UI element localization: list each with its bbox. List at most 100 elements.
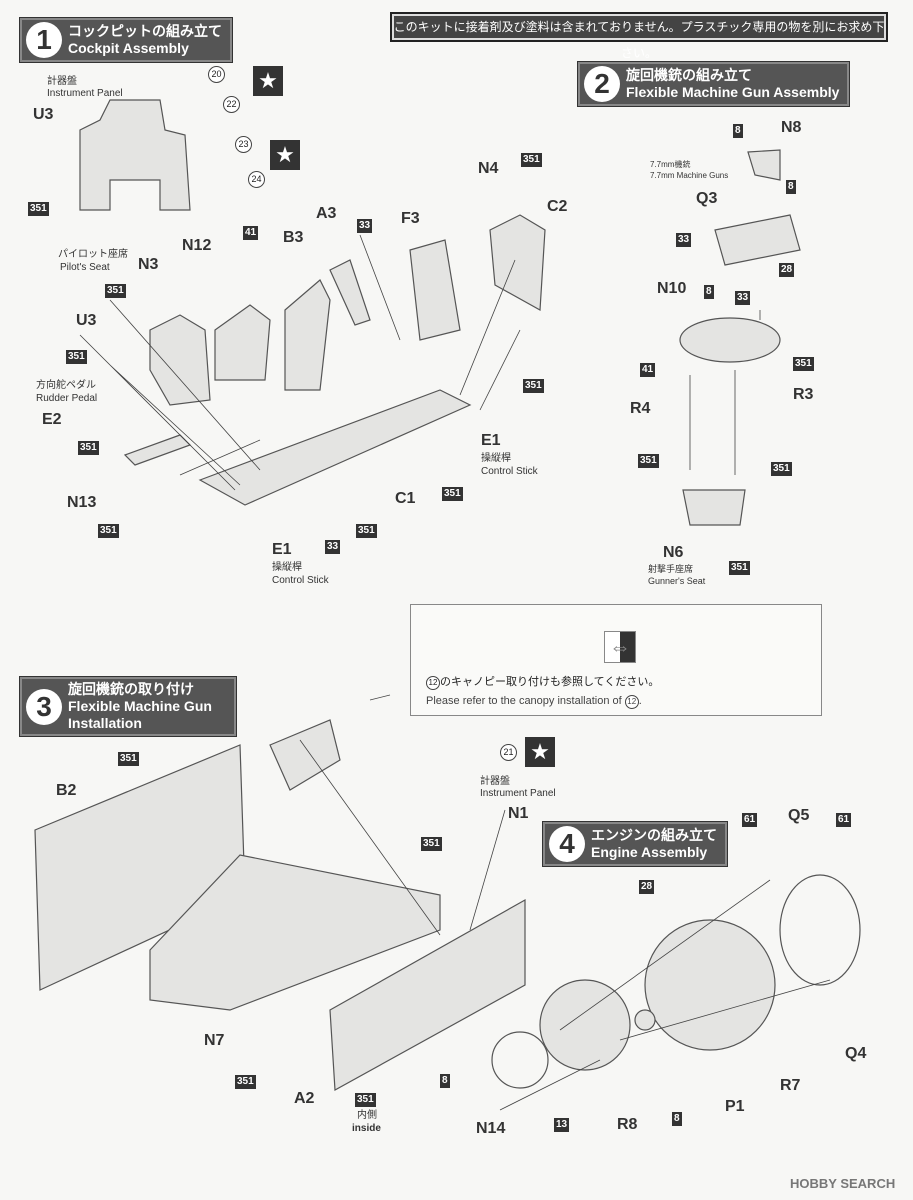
frame-a3-drawing [329,259,371,326]
part-label: Q3 [696,190,718,207]
part-label: R4 [630,400,651,417]
part-label: P1 [725,1098,745,1115]
part-label: E1 [481,432,501,449]
gunner-seat-drawing [682,489,746,526]
part-label: C2 [547,198,568,215]
paint-code: 28 [639,880,655,894]
ring-n14-drawing [491,1031,549,1089]
part-label: N6 [663,544,684,561]
label-jp: 7.7mm機銃 [650,160,691,169]
paint-code: 28 [779,263,795,277]
paint-code: 351 [98,524,119,538]
paint-code: 351 [793,357,814,371]
part-label: N1 [508,805,529,822]
panel-c2-drawing [489,214,546,311]
step-number: 1 [26,22,62,58]
paint-code: 41 [640,363,656,377]
label-en: Rudder Pedal [36,393,98,404]
step-title-jp: 旋回機銃の組み立て [626,67,752,83]
gun-installed-drawing [269,719,341,791]
paint-code: 61 [836,813,852,827]
panel-f3-drawing [409,239,461,341]
part-label: N8 [781,119,802,136]
decal-number: 20 [208,66,225,83]
paint-code: 13 [554,1118,570,1132]
engine-r7-drawing [644,919,776,1051]
paint-code: 8 [704,285,714,299]
step-ref-badge: 12 [624,695,639,709]
paint-code: 61 [742,813,758,827]
part-label: E2 [42,411,62,428]
paint-code: 33 [676,233,692,247]
step-title-jp: コックピットの組み立て [68,23,222,39]
part-label: B2 [56,782,77,799]
cockpit-floor-drawing [198,389,472,506]
step-number: 3 [26,688,62,725]
label-jp: 計器盤 [480,776,510,787]
star-icon: ★ [253,66,283,96]
step-title-en: Cockpit Assembly [68,40,189,56]
label-jp: 方向舵ペダル [36,380,96,391]
part-label: N10 [657,280,687,297]
label-jp: 操縦桿 [272,562,302,573]
label-en: Gunner's Seat [648,576,706,586]
part-label: U3 [33,106,54,123]
label-en: inside [352,1123,381,1134]
label-en: Control Stick [272,575,329,586]
part-label: U3 [76,312,97,329]
paint-code: 8 [786,180,796,194]
part-label: R8 [617,1116,638,1133]
notice-banner: このキットに接着剤及び塗料は含まれておりません。プラスチック専用の物を別にお求め… [390,12,888,60]
ring-q4-drawing [779,874,861,986]
paint-code: 33 [357,219,373,233]
paint-code: 33 [325,540,341,554]
part-label: R3 [793,386,814,403]
hub-p1-drawing [634,1009,656,1031]
instrument-panel-drawing [79,99,191,211]
callout-en: Please refer to the canopy installation … [426,695,622,707]
label-en: Instrument Panel [47,88,123,99]
paint-code: 351 [521,153,542,167]
step-title-jp: 旋回機銃の取り付け [68,681,194,697]
paint-code: 351 [78,441,99,455]
paint-code: 351 [118,752,139,766]
plate-n8-drawing [747,149,781,181]
paint-code: 351 [355,1093,376,1107]
decal-number: 22 [223,96,240,113]
part-label: N12 [182,237,212,254]
step-ref-badge: 12 [426,676,440,690]
paint-code: 351 [356,524,377,538]
label-en: Pilot's Seat [60,262,110,273]
step-title-jp: エンジンの組み立て [591,827,717,843]
paint-code: 351 [235,1075,256,1089]
paint-code: 351 [523,379,544,393]
paint-code: 351 [638,454,659,468]
label-jp: 内側 [357,1110,377,1121]
step-title-en: Flexible Machine Gun Installation [68,698,212,731]
paint-code: 351 [105,284,126,298]
paint-code: 351 [28,202,49,216]
bulkhead-b3-drawing [284,279,331,391]
part-label: Q4 [845,1045,867,1062]
label-jp: 操縦桿 [481,453,511,464]
part-label: C1 [395,490,416,507]
paint-code: 351 [421,837,442,851]
step-number: 2 [584,66,620,102]
paint-code: 351 [442,487,463,501]
part-label: N4 [478,160,499,177]
paint-code: 351 [771,462,792,476]
cockpit-assembly-drawing [149,854,441,1011]
decal-number: 24 [248,171,265,188]
label-jp: 計器盤 [47,76,77,87]
step-title-en: Flexible Machine Gun Assembly [626,84,840,100]
fuselage-a2-drawing [329,898,526,1091]
part-label: N3 [138,256,159,273]
part-label: N14 [476,1120,506,1137]
part-label: Q5 [788,807,810,824]
